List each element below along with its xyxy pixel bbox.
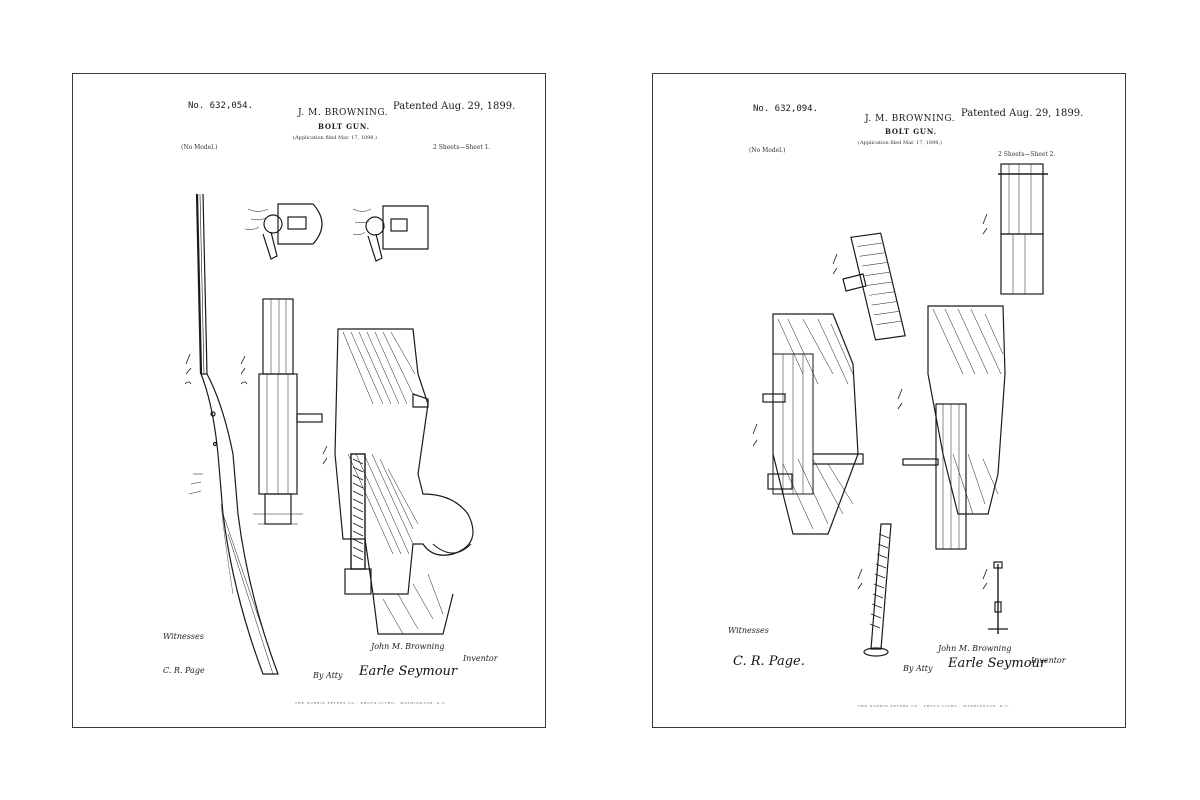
- sheet-count: 2 Sheets—Sheet 2.: [998, 151, 1056, 158]
- fig-1-rifle: [188, 193, 279, 675]
- inventor-name: J. M. BROWNING.: [865, 114, 956, 124]
- inventor-label: Inventor: [1031, 656, 1066, 665]
- inventor-name: J. M. BROWNING.: [298, 108, 389, 118]
- patent-drawing-1: [184, 193, 474, 675]
- patent-date: Patented Aug. 29, 1899.: [393, 101, 516, 112]
- fig-receiver-section: [334, 328, 474, 635]
- model-note: (No Model.): [749, 147, 786, 154]
- attorney-signature: Earle Seymour: [359, 664, 458, 679]
- patent-number: No. 632,094.: [753, 104, 819, 114]
- attorney-prefix: By Atty: [313, 671, 343, 680]
- fig-11-pin: [988, 561, 1008, 634]
- attorney-signature: Earle Seymour: [948, 656, 1047, 671]
- fig-8-left-section: [762, 313, 864, 535]
- patent-title: BOLT GUN.: [885, 127, 937, 136]
- application-line: (Application filed Mar. 17, 1898.): [293, 135, 377, 141]
- application-line: (Application filed Mar. 17, 1898.): [858, 140, 942, 146]
- sheet-count: 2 Sheets—Sheet 1.: [433, 144, 491, 151]
- witness-2: C. R. Page.: [733, 654, 805, 669]
- witnesses-label: Witnesses: [163, 632, 204, 641]
- patent-number: No. 632,054.: [188, 101, 254, 111]
- inventor-signature: John M. Browning: [938, 644, 1012, 653]
- patent-date: Patented Aug. 29, 1899.: [961, 108, 1084, 119]
- fig-2-bolt: [253, 298, 323, 525]
- inventor-signature: John M. Browning: [371, 642, 445, 651]
- printer-line: THE NORRIS PETERS CO., PHOTO-LITHO., WAS…: [858, 704, 1011, 708]
- attorney-prefix: By Atty: [903, 664, 933, 673]
- witness-2: C. R. Page: [163, 666, 205, 675]
- patent-sheet-1: No. 632,054. Patented Aug. 29, 1899. J. …: [72, 73, 546, 728]
- patent-title: BOLT GUN.: [318, 122, 370, 131]
- patent-drawing-2: [752, 163, 1048, 657]
- witnesses-label: Witnesses: [728, 626, 769, 635]
- fig-10-spring: [863, 523, 892, 657]
- model-note: (No Model.): [181, 144, 218, 151]
- fig-7-center-section: [902, 305, 1006, 550]
- printer-line: THE NORRIS PETERS CO., PHOTO-LITHO., WAS…: [295, 701, 448, 705]
- fig-5-bolt-part: [998, 163, 1048, 295]
- inventor-label: Inventor: [463, 654, 498, 663]
- fig-6-cylinder: [842, 232, 906, 341]
- patent-sheet-2: No. 632,094. Patented Aug. 29, 1899. J. …: [652, 73, 1126, 728]
- fig-top-details: [244, 203, 429, 262]
